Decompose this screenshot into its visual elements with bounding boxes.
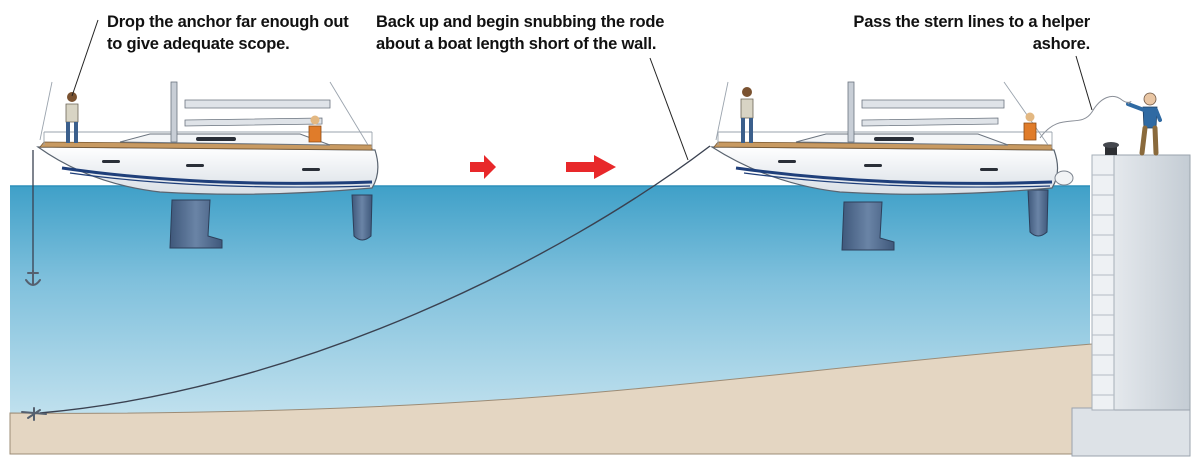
caption-step3-line1: Pass the stern lines to a helper xyxy=(853,13,1090,31)
red-arrow-icon xyxy=(566,155,616,179)
caption-step1-line1: Drop the anchor far enough out xyxy=(107,13,349,31)
anchor-icon xyxy=(25,269,41,286)
caption-step3: Pass the stern lines to a helper ashore. xyxy=(800,11,1090,55)
caption-step2-line1: Back up and begin snubbing the rode xyxy=(376,13,665,31)
sailboat-right-icon xyxy=(709,81,1074,251)
seabed xyxy=(9,343,1093,455)
sailboat-left-icon xyxy=(36,81,379,249)
caption-step1: Drop the anchor far enough out to give a… xyxy=(107,11,349,55)
caption-step2: Back up and begin snubbing the rode abou… xyxy=(376,11,664,55)
leader-line-step3 xyxy=(1075,55,1093,111)
bollard-icon xyxy=(1103,142,1119,155)
anchor-icon xyxy=(21,407,47,421)
leader-line-step2 xyxy=(649,57,689,161)
helper-person-icon xyxy=(1126,92,1162,156)
caption-step3-line2: ashore. xyxy=(1032,35,1090,53)
quay-wall-icon xyxy=(1071,154,1191,457)
leader-line-step1 xyxy=(71,19,99,97)
red-arrow-icon xyxy=(470,155,496,179)
stern-line-throw xyxy=(1039,96,1132,139)
caption-step2-line2: about a boat length short of the wall. xyxy=(376,35,657,53)
anchor-rode xyxy=(39,145,711,414)
caption-step1-line2: to give adequate scope. xyxy=(107,35,290,53)
